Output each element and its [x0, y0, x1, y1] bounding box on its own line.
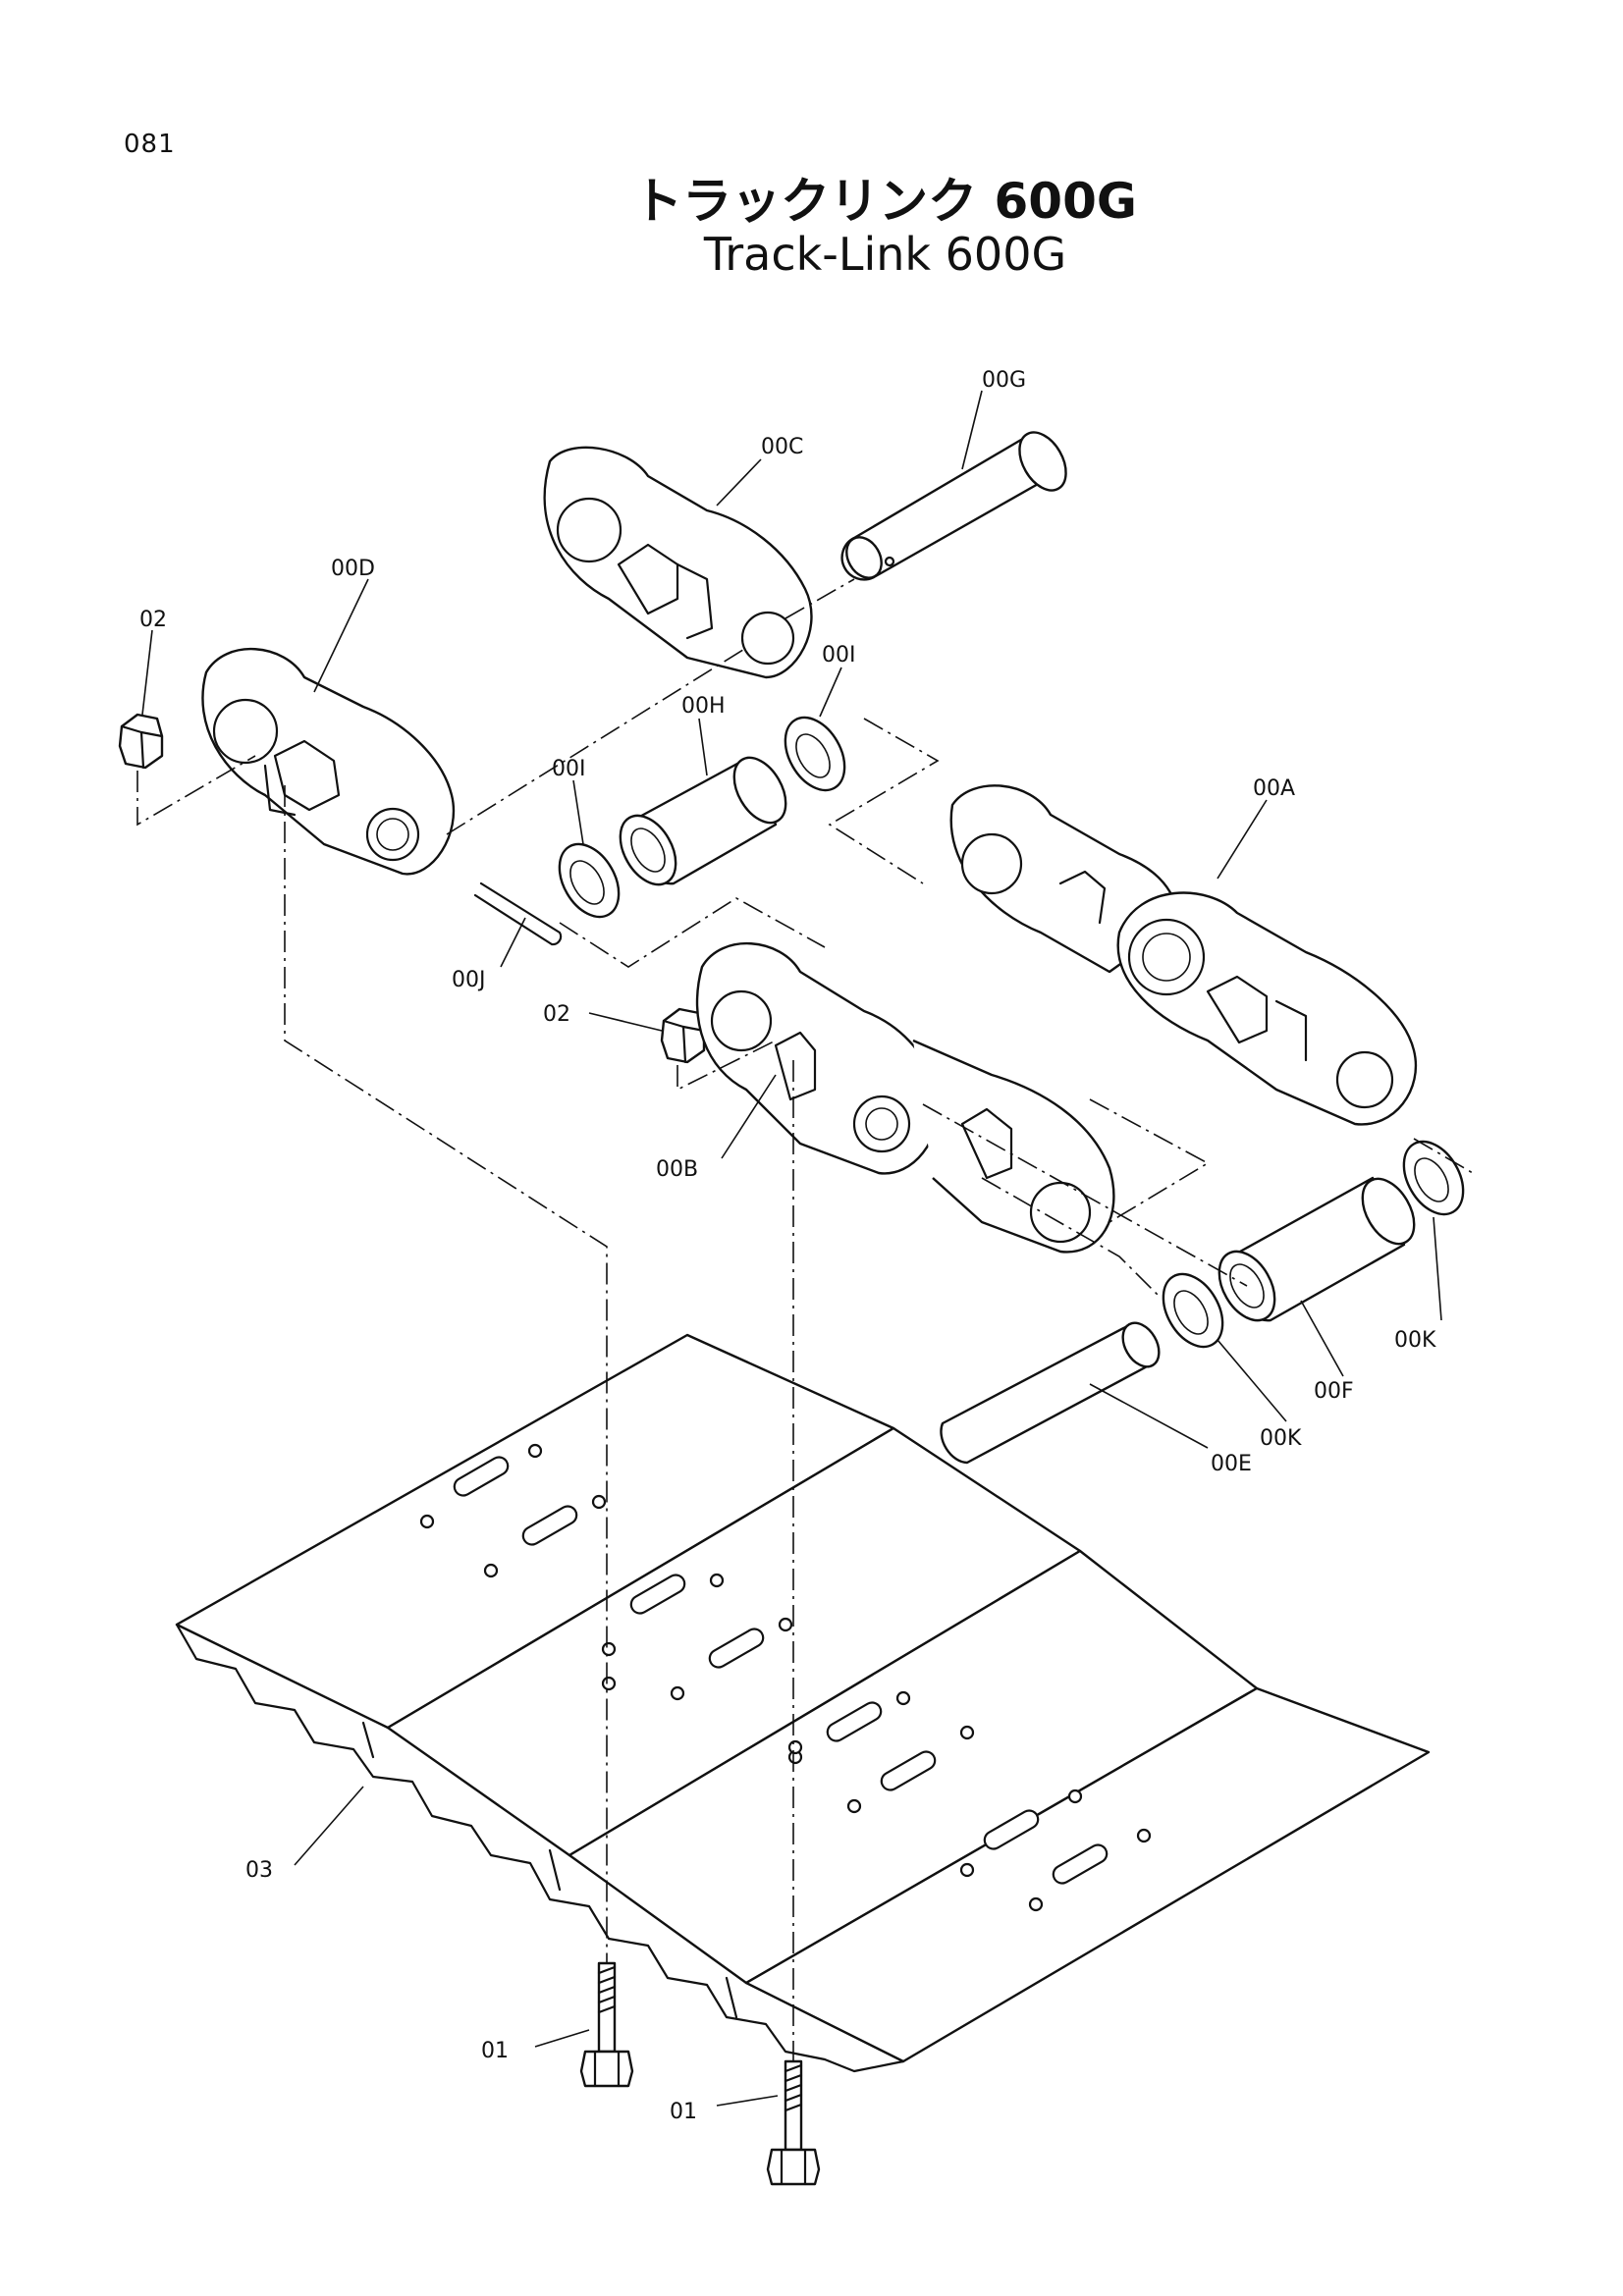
- part-00H-bushing: [619, 756, 787, 886]
- part-00D-link: [201, 648, 456, 876]
- part-00E-pin: [940, 1321, 1161, 1465]
- label-02-upper: 02: [139, 608, 167, 632]
- part-00J-spring-pin: [473, 881, 563, 946]
- label-01-right: 01: [670, 2100, 697, 2124]
- label-00B: 00B: [656, 1157, 698, 1182]
- label-00I-right: 00I: [822, 643, 855, 667]
- label-00K-right: 00K: [1394, 1328, 1436, 1353]
- part-01-bolt-right: [766, 2059, 821, 2186]
- label-00H: 00H: [681, 694, 726, 719]
- title-english: Track-Link 600G: [703, 228, 1067, 281]
- part-00K-seal-left: [1162, 1272, 1224, 1349]
- part-00G-pin: [840, 431, 1067, 581]
- label-00A: 00A: [1253, 776, 1295, 801]
- part-01-bolt-left: [579, 1961, 634, 2088]
- label-00F: 00F: [1314, 1379, 1354, 1404]
- label-00E: 00E: [1211, 1452, 1252, 1476]
- title-japanese: トラックリンク 600G: [633, 173, 1137, 230]
- label-03: 03: [245, 1858, 273, 1883]
- part-03-track-shoes: [175, 1333, 1431, 2073]
- label-00G: 00G: [982, 368, 1026, 393]
- label-02-lower: 02: [543, 1002, 570, 1027]
- label-00I-left: 00I: [552, 757, 585, 781]
- part-00A-link: [949, 784, 1418, 1126]
- part-02-nut-upper: [118, 713, 164, 770]
- part-00F-bushing: [1217, 1176, 1416, 1322]
- label-00C: 00C: [761, 435, 803, 459]
- label-00J: 00J: [452, 968, 485, 992]
- label-00D: 00D: [331, 557, 375, 581]
- assembly-lines: [136, 578, 1474, 2061]
- part-00B-link: [695, 942, 1115, 1254]
- part-02-nut-lower: [660, 1007, 706, 1064]
- leader-lines: [141, 390, 1442, 2107]
- part-00I-seal-right: [784, 716, 846, 792]
- page-number: 081: [124, 130, 176, 159]
- label-01-left: 01: [481, 2039, 509, 2063]
- label-00K-left: 00K: [1260, 1426, 1302, 1451]
- part-00I-seal-left: [558, 842, 621, 919]
- part-00K-seal-right: [1402, 1140, 1465, 1216]
- part-00C-link: [543, 446, 813, 679]
